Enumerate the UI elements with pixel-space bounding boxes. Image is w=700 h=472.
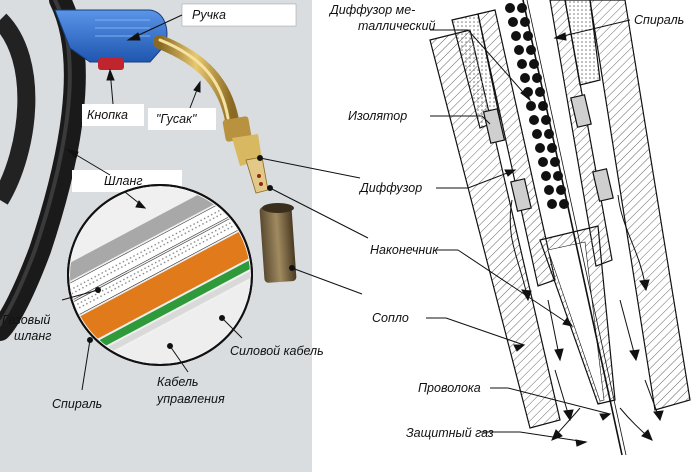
- diffuser-pad-2: [570, 94, 592, 128]
- handle-grip-lines: [95, 19, 150, 37]
- power-cable-label: Силовой кабель: [230, 344, 324, 358]
- contact-tip-inner-left: [547, 241, 605, 402]
- insulator-label: Изолятор: [348, 109, 407, 123]
- nozzle-label: Сопло: [372, 311, 409, 325]
- gas-hose-label-2: шланг: [14, 329, 51, 343]
- nozzle-wall-right: [589, 0, 691, 411]
- cross-leader-lines: [257, 155, 369, 295]
- photo-panel: Ручка Кнопка "Гусак" Шланг: [0, 0, 312, 472]
- welding-wire-2: [526, 0, 627, 456]
- torch-head-collar: [222, 116, 252, 142]
- diffuser-body-right: [549, 0, 613, 267]
- tip-hole: [259, 182, 263, 186]
- button-label: Кнопка: [87, 108, 128, 122]
- diffuser-pad-1: [482, 108, 506, 144]
- hose-coil-highlight: [0, 0, 72, 328]
- hose-outer: [0, 13, 36, 205]
- contact-tip-label: Наконечник: [370, 243, 439, 257]
- handle-label: Ручка: [192, 8, 226, 22]
- cable-cutaway: [67, 184, 253, 366]
- nozzle-photo-opening: [262, 203, 294, 213]
- diffuser-label: Диффузор: [358, 181, 422, 195]
- shielding-gas-label: Защитный газ: [406, 426, 494, 440]
- control-cable-label-1: Кабель: [157, 375, 199, 389]
- metal-diffuser-label-1: Диффузор ме-: [328, 3, 415, 17]
- wire-spiral-balls: [505, 3, 569, 209]
- leader-lines-right: [426, 19, 631, 447]
- control-cable-label-2: управления: [156, 392, 225, 406]
- leader-lines-left: [61, 14, 243, 391]
- gooseneck-label: "Гусак": [156, 112, 197, 126]
- gas-hose-band: [70, 187, 249, 299]
- control-cable-band-2: [72, 253, 250, 363]
- control-cable-band: [70, 244, 250, 363]
- gooseneck-label-box: [148, 108, 216, 130]
- torch-cross-section: [429, 0, 691, 429]
- tip-hole: [257, 174, 261, 178]
- power-cable-band: [70, 217, 250, 356]
- gas-hose-label-1: Газовый: [2, 313, 50, 327]
- nozzle-photo: [259, 205, 297, 283]
- button-label-box: [82, 104, 144, 126]
- spiral-label-right: Спираль: [634, 13, 684, 27]
- diffuser-pad-3: [510, 178, 532, 212]
- hose-label: Шланг: [104, 174, 143, 188]
- gooseneck-tube-shine: [158, 38, 230, 120]
- metal-diffuser-label-2: таллический: [358, 19, 436, 33]
- welding-wire: [522, 0, 623, 456]
- wire-label: Проволока: [418, 381, 481, 395]
- spiral-label-left: Спираль: [52, 397, 102, 411]
- gas-flow-arrows: [509, 194, 664, 441]
- diffuser-pad-4: [592, 168, 614, 202]
- trigger-button: [98, 58, 124, 70]
